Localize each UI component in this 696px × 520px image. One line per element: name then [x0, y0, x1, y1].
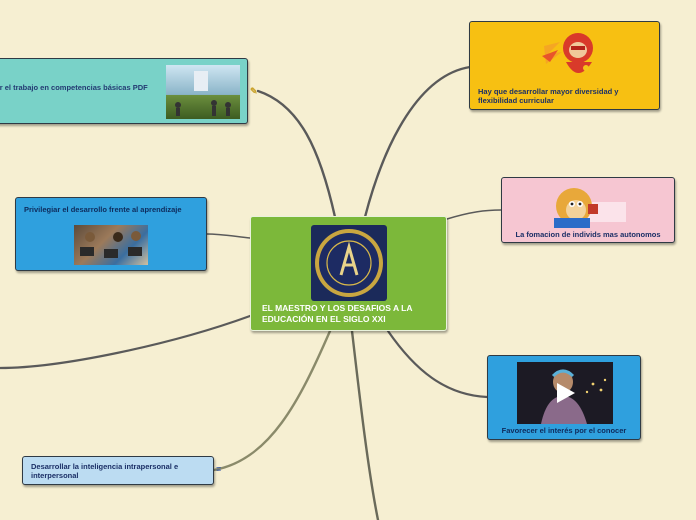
superhero-image: [538, 28, 602, 86]
topic-autonomos-label: La fomacion de individs mas autonomos: [515, 230, 661, 239]
link-competencias: [256, 89, 337, 219]
video-thumbnail[interactable]: [517, 362, 613, 424]
attachment-icon[interactable]: ✎: [250, 86, 258, 96]
university-logo: [311, 225, 387, 301]
topic-autonomos[interactable]: La fomacion de individs mas autonomos: [501, 177, 675, 243]
competencias-image: [166, 65, 240, 119]
notes-icon[interactable]: ≡: [216, 464, 222, 474]
topic-diversidad[interactable]: Hay que desarrollar mayor diversidad y f…: [469, 21, 660, 110]
topic-privilegiar-label: Privilegiar el desarrollo frente al apre…: [24, 205, 182, 214]
link-autonomos: [446, 209, 502, 220]
central-title: EL MAESTRO Y LOS DESAFIOS A LA EDUCACIÓN…: [262, 303, 413, 325]
link-interes: [386, 329, 489, 399]
central-topic[interactable]: EL MAESTRO Y LOS DESAFIOS A LA EDUCACIÓN…: [250, 216, 447, 331]
cartoon-image: [550, 184, 628, 228]
link-offscreen-left: [0, 314, 252, 370]
link-inteligencia: [212, 329, 332, 472]
topic-diversidad-label: Hay que desarrollar mayor diversidad y f…: [478, 87, 619, 105]
topic-interes[interactable]: Favorecer el interés por el conocer: [487, 355, 641, 440]
classroom-image: [74, 225, 148, 265]
topic-inteligencia[interactable]: Desarrollar la inteligencia intrapersona…: [22, 456, 214, 485]
topic-competencias-label: itar el trabajo en competencias básicas …: [0, 83, 148, 92]
topic-privilegiar[interactable]: Privilegiar el desarrollo frente al apre…: [15, 197, 207, 271]
topic-inteligencia-label: Desarrollar la inteligencia intrapersona…: [31, 462, 179, 480]
link-diversidad: [363, 65, 472, 219]
link-privilegiar: [206, 233, 251, 239]
topic-competencias[interactable]: itar el trabajo en competencias básicas …: [0, 58, 248, 124]
topic-interes-label: Favorecer el interés por el conocer: [501, 426, 627, 435]
link-offscreen-bottom: [350, 329, 380, 520]
play-icon[interactable]: [553, 381, 577, 405]
